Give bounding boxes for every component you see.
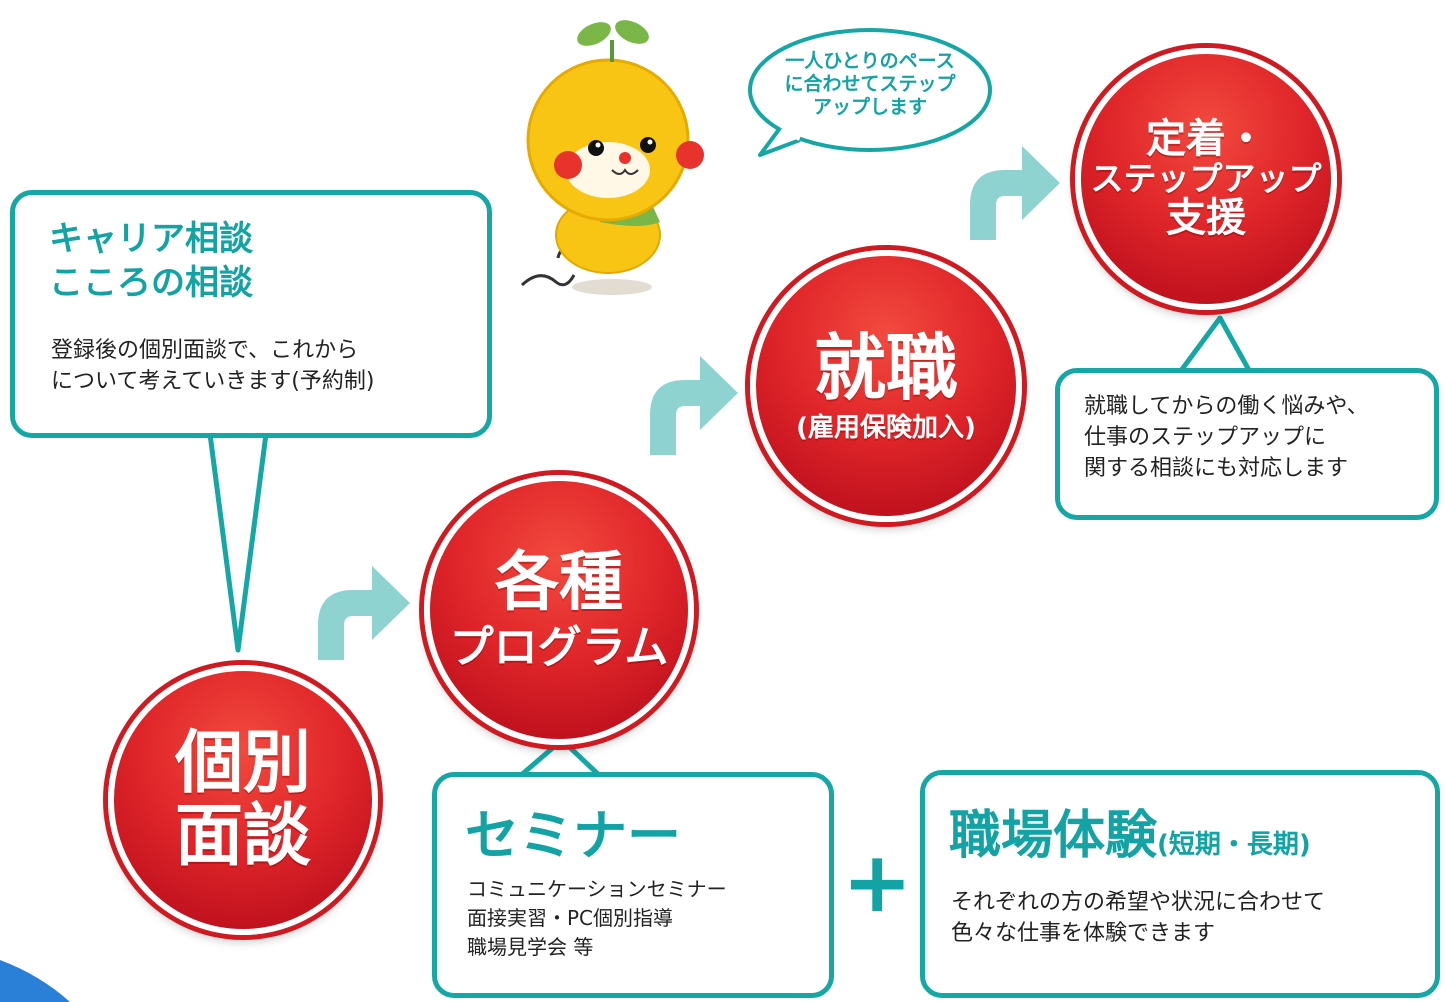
step-settlement-support: 定着・ ステップアップ 支援	[1075, 48, 1337, 310]
after-pointer	[1177, 315, 1253, 374]
step-settle-line-2: ステップアップ	[1090, 159, 1322, 199]
step-employment-line-1: 就職	[813, 326, 958, 411]
after-line-2: 仕事のステップアップに	[1084, 425, 1327, 451]
seminar-item: コミュニケーションセミナー	[467, 877, 727, 901]
work-desc-line-2: 色々な仕事を体験できます	[951, 921, 1216, 947]
step-programs-line-1: 各種	[495, 545, 623, 620]
career-pointer	[207, 433, 269, 653]
career-consult-box: キャリア相談 こころの相談 登録後の個別面談で、これから について考えていきます…	[10, 190, 492, 438]
step-individual-line-2: 面談	[174, 797, 311, 876]
step-settle-line-3: 支援	[1166, 194, 1246, 241]
step-programs: 各種 プログラム	[424, 475, 694, 745]
work-desc-line-1: それぞれの方の希望や状況に合わせて	[951, 890, 1326, 915]
corner-accent	[0, 960, 70, 1002]
step-employment: 就職 (雇用保険加入)	[750, 250, 1022, 522]
career-desc-line-2: について考えていきます(予約制)	[51, 369, 375, 395]
arrow-icon	[318, 566, 410, 660]
step-employment-line-2: (雇用保険加入)	[796, 412, 976, 443]
seminar-box: セミナー コミュニケーションセミナー 面接実習・PC個別指導 職場見学会 等	[432, 772, 834, 998]
career-title-line-1: キャリア相談	[49, 219, 253, 259]
work-title-main: 職場体験	[949, 806, 1158, 866]
work-title-sub: (短期・長期)	[1157, 830, 1311, 860]
career-title-line-2: こころの相談	[49, 263, 253, 304]
seminar-item: 面接実習・PC個別指導	[467, 906, 674, 930]
speech-line-2: に合わせてステップ	[784, 72, 956, 95]
mascot-icon	[520, 20, 704, 295]
work-title: 職場体験(短期・長期)	[949, 793, 1311, 868]
career-title: キャリア相談 こころの相談	[49, 217, 253, 305]
career-description: 登録後の個別面談で、これから について考えていきます(予約制)	[51, 335, 374, 397]
seminar-items: コミュニケーションセミナー 面接実習・PC個別指導 職場見学会 等	[467, 875, 727, 962]
step-individual-line-1: 個別	[174, 723, 311, 803]
seminar-pointer	[518, 737, 602, 778]
step-settle-line-1: 定着・	[1146, 116, 1266, 162]
plus-icon: +	[842, 833, 913, 931]
work-experience-box: 職場体験(短期・長期) それぞれの方の希望や状況に合わせて 色々な仕事を体験でき…	[920, 770, 1440, 998]
after-employment-box: 就職してからの働く悩みや、 仕事のステップアップに 関する相談にも対応します	[1055, 368, 1439, 520]
speech-line-3: アップします	[812, 95, 927, 118]
after-line-3: 関する相談にも対応します	[1084, 456, 1349, 482]
arrow-icon	[650, 356, 738, 455]
seminar-title: セミナー	[465, 804, 681, 867]
speech-bubble-shape	[748, 28, 992, 157]
step-individual-interview: 個別 面談	[108, 665, 378, 935]
work-description: それぞれの方の希望や状況に合わせて 色々な仕事を体験できます	[951, 887, 1325, 949]
after-description: 就職してからの働く悩みや、 仕事のステップアップに 関する相談にも対応します	[1084, 391, 1369, 485]
speech-line-1: 一人ひとりのペース	[785, 50, 955, 72]
speech-bubble: 一人ひとりのペース に合わせてステップ アップします	[760, 50, 980, 118]
career-desc-line-1: 登録後の個別面談で、これから	[51, 338, 359, 363]
seminar-item: 職場見学会 等	[467, 935, 594, 959]
step-programs-line-2: プログラム	[449, 621, 669, 673]
arrow-icon	[970, 146, 1060, 240]
after-line-1: 就職してからの働く悩みや、	[1084, 394, 1369, 419]
